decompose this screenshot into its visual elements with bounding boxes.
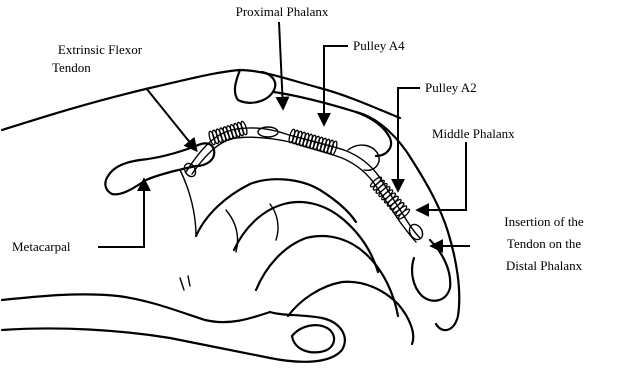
middle-phalanx-leader xyxy=(418,142,466,210)
insertion-label-line3: Distal Phalanx xyxy=(474,258,614,274)
pulley-a4-label: Pulley A4 xyxy=(353,38,405,54)
proximal-phalanx-leader xyxy=(279,22,283,108)
proximal-phalanx-label: Proximal Phalanx xyxy=(212,4,352,20)
middle-phalanx-label: Middle Phalanx xyxy=(432,126,515,142)
extrinsic-flexor-leader xyxy=(146,88,196,150)
insertion-label-line1: Insertion of the xyxy=(474,214,614,230)
pulley-a2-leader xyxy=(398,88,420,190)
pulley-a4-leader xyxy=(324,46,348,124)
insertion-label-line2: Tendon on the xyxy=(474,236,614,252)
extrinsic-flexor-tendon-label-line2: Tendon xyxy=(52,60,91,76)
extrinsic-flexor-tendon-label-line1: Extrinsic Flexor xyxy=(38,42,162,58)
metacarpal-label: Metacarpal xyxy=(12,239,70,255)
pulley-a2-label: Pulley A2 xyxy=(425,80,477,96)
metacarpal-leader xyxy=(98,180,144,247)
